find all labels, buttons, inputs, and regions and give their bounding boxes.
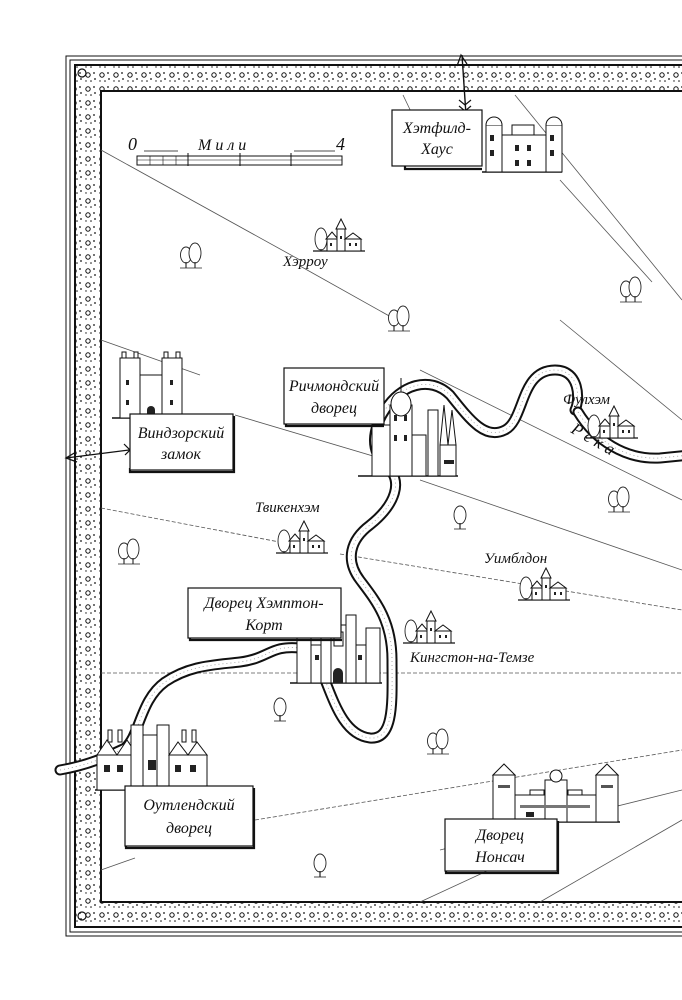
hatfield-label-line2: Хаус xyxy=(420,141,453,158)
oatlands-palace-building-icon xyxy=(95,724,210,791)
windsor-label-line1: Виндзорский xyxy=(138,425,224,442)
town-label-kingston[interactable]: Кингстон-на-Темзе xyxy=(409,650,535,666)
place-label-oatlands[interactable]: Оутлендский дворец xyxy=(124,785,256,850)
river-thames: Р е к а xyxy=(54,364,682,776)
nonsuch-label-line1: Дворец xyxy=(474,827,524,844)
map-border xyxy=(65,55,682,937)
scale-start-label: 0 xyxy=(128,134,137,154)
place-label-richmond[interactable]: Ричмондский дворец xyxy=(283,367,385,428)
scale-end-label: 4 xyxy=(336,134,345,154)
place-label-windsor[interactable]: Виндзорский замок xyxy=(128,413,236,474)
nonsuch-label-line2: Нонсач xyxy=(474,849,525,866)
corner-ornament-icon xyxy=(77,911,87,921)
hampton-label-line1: Дворец Хэмптон- xyxy=(202,595,323,612)
hatfield-label-line1: Хэтфилд- xyxy=(402,120,471,137)
oatlands-label-line1: Оутлендский xyxy=(143,797,234,814)
nonsuch-palace-building-icon xyxy=(488,763,620,823)
hampton-label-line2: Корт xyxy=(244,617,282,634)
hatfield-house-building-icon xyxy=(482,116,563,173)
oatlands-label-line2: дворец xyxy=(166,820,212,837)
scale-unit-label: М и л и xyxy=(197,137,246,154)
corner-ornament-icon xyxy=(77,68,87,78)
richmond-label-line2: дворец xyxy=(311,400,357,417)
town-label-fulham[interactable]: Фулхэм xyxy=(563,392,610,408)
richmond-label-line1: Ричмондский xyxy=(288,378,379,395)
windsor-label-line2: замок xyxy=(160,446,201,463)
scale-bar: 0 М и л и 4 xyxy=(128,134,345,166)
place-label-nonsuch[interactable]: Дворец Нонсач xyxy=(444,818,560,875)
place-label-hatfield[interactable]: Хэтфилд- Хаус xyxy=(391,109,483,171)
town-label-harrow[interactable]: Хэрроу xyxy=(282,254,328,270)
richmond-palace-building-icon xyxy=(358,378,458,477)
town-label-wimbledon[interactable]: Уимблдон xyxy=(484,551,547,567)
place-label-hampton-court[interactable]: Дворец Хэмптон- Корт xyxy=(187,587,342,642)
town-label-twickenham[interactable]: Твикенхэм xyxy=(255,500,320,516)
